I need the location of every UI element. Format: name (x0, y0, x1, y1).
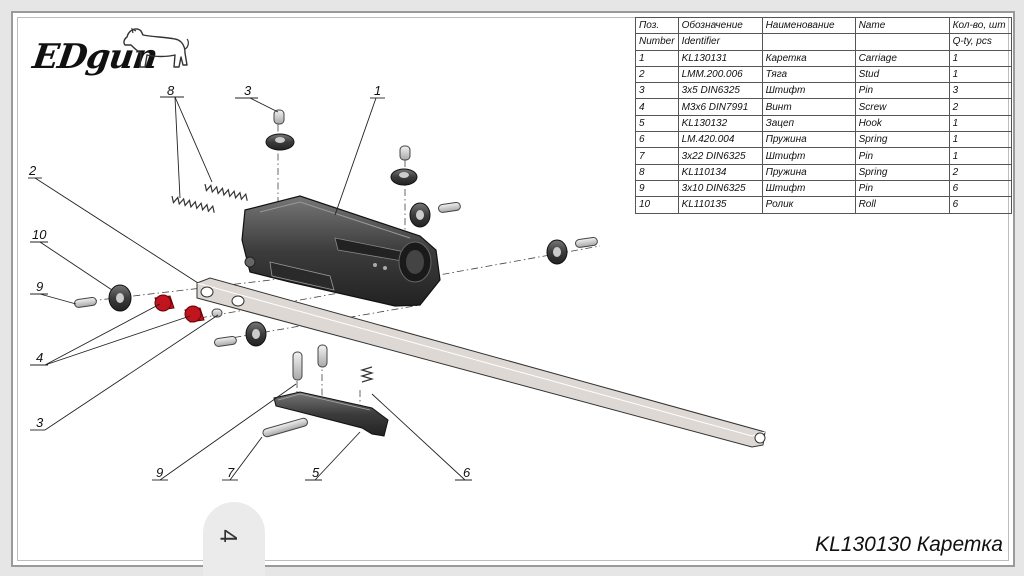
callout-2: 2 (28, 163, 37, 178)
drawing-title: KL130130 Каретка (815, 533, 1003, 556)
logo: EDgun (23, 23, 193, 89)
callout-9-bottom: 9 (156, 465, 163, 480)
hook-part (273, 391, 389, 437)
stud-bar (196, 277, 766, 448)
callout-8: 8 (167, 83, 175, 98)
callout-7: 7 (227, 465, 235, 480)
table-cell: 1 (948, 147, 1012, 165)
callout-10: 10 (32, 227, 47, 242)
callout-9-left: 9 (36, 279, 43, 294)
spring-parts (171, 183, 375, 383)
pin-parts (74, 109, 598, 438)
table-cell: Ролик (761, 196, 856, 214)
dog-logo-icon (123, 27, 189, 68)
callout-leaders (28, 96, 472, 481)
callout-5: 5 (312, 465, 320, 480)
page-number: 4 (214, 529, 242, 543)
screw-parts (154, 294, 205, 323)
page-number-tab[interactable]: 4 (203, 502, 265, 576)
callout-labels: 1 2 3 3 4 5 6 7 8 9 9 10 (28, 83, 471, 480)
callout-1: 1 (374, 83, 381, 98)
callout-3-top: 3 (244, 83, 252, 98)
roller-parts (108, 133, 568, 347)
carriage-body (241, 195, 441, 307)
table-cell: 6 (948, 196, 1012, 214)
callout-3-bottom: 3 (36, 415, 44, 430)
table-cell: Roll (854, 196, 950, 214)
table-cell: 10 (635, 196, 679, 214)
callout-6: 6 (463, 465, 471, 480)
callout-4: 4 (36, 350, 43, 365)
